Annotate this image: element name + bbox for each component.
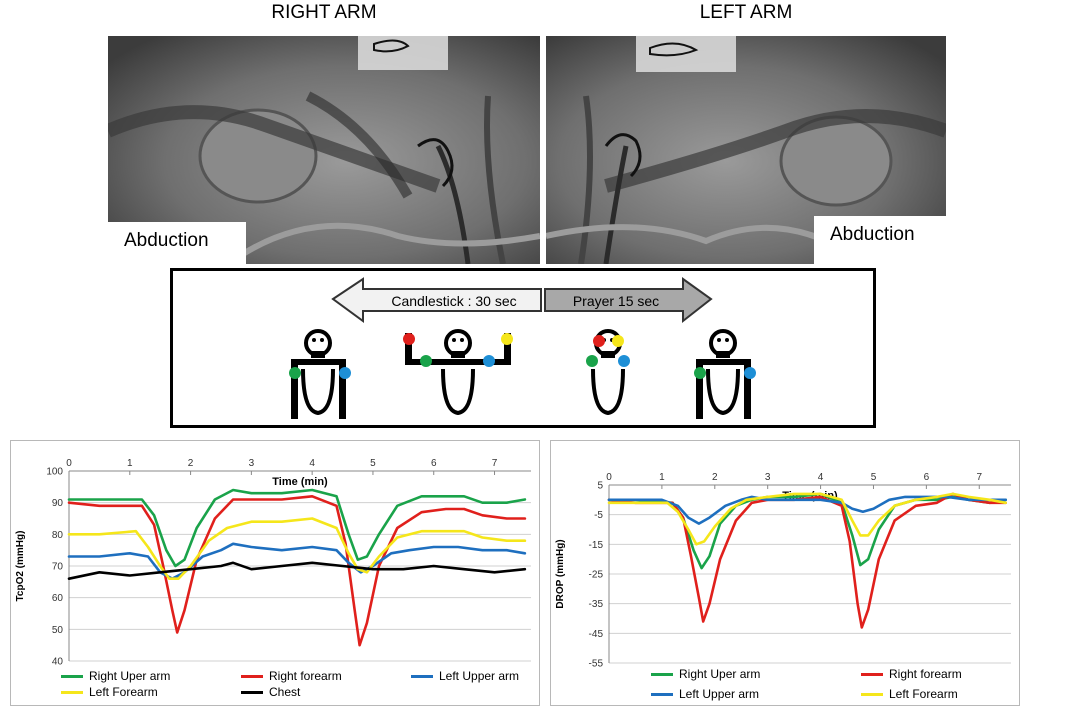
x-tick-label: 1 [127,458,133,469]
y-tick-label: -5 [594,510,603,521]
series-line-right-uper-arm [67,488,527,568]
right-arm-title: RIGHT ARM [271,2,377,23]
candlestick-arrow [331,277,542,323]
x-tick-label: 7 [492,458,498,469]
x-tick-label: 4 [309,458,315,469]
left-abduction-label: Abduction [814,216,946,264]
series-line-chest [67,561,527,580]
figure-rest-1 [289,329,351,419]
y-tick-label: 5 [597,481,603,492]
legend-left-upper-arm: Left Upper arm [411,669,519,683]
left-arm-xray: Abduction [546,36,946,264]
legend-chest: Chest [241,685,300,699]
x-tick-label: 2 [188,458,194,469]
y-tick-label: 50 [52,625,64,636]
figure-rest-2 [694,329,756,419]
left-arm-title: LEFT ARM [699,2,793,23]
x-tick-label: 2 [712,472,718,483]
figure-prayer [586,329,630,416]
prayer-arrow [544,277,713,324]
legend-left-forearm-2: Left Forearm [861,687,958,701]
y-tick-label: -45 [589,629,604,640]
series-line-right-forearm [67,494,527,647]
y-axis-label: TcpO2 (mmHg) [15,531,26,602]
series-line-left-upper-arm [67,542,527,580]
x-tick-label: 4 [818,472,824,483]
y-tick-label: 60 [52,593,64,604]
legend-right-forearm: Right forearm [241,669,342,683]
protocol-diagram: Candlestick : 30 sec Prayer 15 sec [170,268,876,428]
legend-left-forearm: Left Forearm [61,685,158,699]
y-tick-label: -55 [589,659,604,670]
x-tick-label: 5 [871,472,877,483]
legend-left-upper-arm-2: Left Upper arm [651,687,759,701]
series-line-left-forearm [67,517,527,580]
right-arm-xray: Abduction [108,36,540,264]
x-tick-label: 5 [370,458,376,469]
x-tick-label: 3 [765,472,771,483]
y-tick-label: 80 [52,530,64,541]
series-line-left-upper-arm [607,495,1008,525]
x-tick-label: 6 [431,458,437,469]
legend-right-forearm-2: Right forearm [861,667,962,681]
x-tick-label: 7 [976,472,982,483]
y-tick-label: 100 [46,467,63,478]
x-tick-label: 6 [924,472,930,483]
series-line-left-forearm [607,492,1008,546]
figure-candlestick [403,329,513,416]
y-tick-label: 40 [52,657,64,668]
y-axis-label: DROP (mmHg) [555,539,566,608]
y-tick-label: -25 [589,570,604,581]
legend-right-uper-arm: Right Uper arm [61,669,170,683]
y-tick-label: 90 [52,498,64,509]
series-line-right-forearm [607,492,1008,629]
y-tick-label: -35 [589,599,604,610]
prayer-label: Prayer 15 sec [572,293,660,309]
y-tick-label: -15 [589,540,604,551]
protocol-figures [289,277,756,419]
x-tick-label: 0 [66,458,72,469]
y-tick-label: 70 [52,562,64,573]
candlestick-label: Candlestick : 30 sec [391,293,517,309]
x-axis-label: Time (min) [272,476,328,488]
x-tick-label: 0 [606,472,612,483]
x-tick-label: 1 [659,472,665,483]
x-tick-label: 3 [249,458,255,469]
legend-right-uper-arm-2: Right Uper arm [651,667,760,681]
right-abduction-label: Abduction [108,222,246,264]
